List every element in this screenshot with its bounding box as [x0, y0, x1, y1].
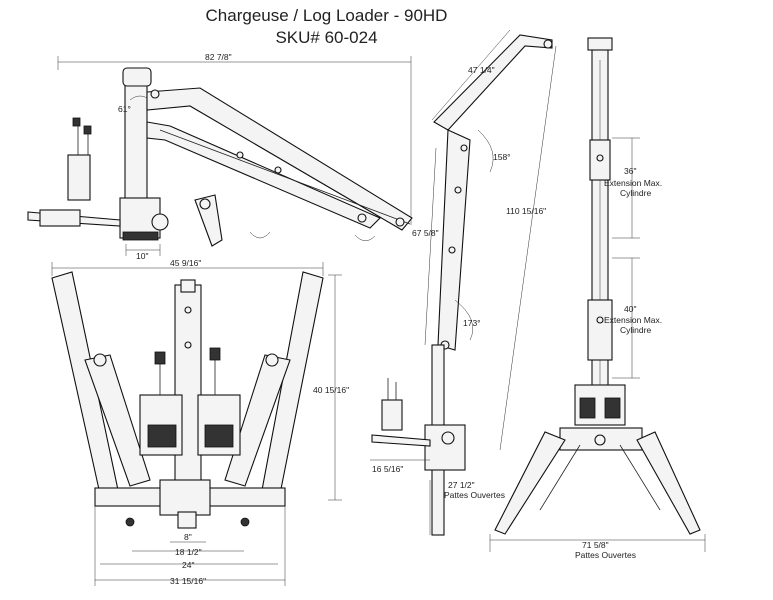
- title-line-2: SKU# 60-024: [275, 28, 378, 47]
- rear-leg-right: [636, 431, 701, 535]
- dim-top-width: 45 9/16": [170, 258, 201, 268]
- dim-seat-angle: 61°: [118, 104, 131, 114]
- control-valve: [67, 154, 91, 201]
- dim-cyl-bottom-label2: Cylindre: [620, 325, 651, 335]
- dim-cyl-bottom: 40": [624, 304, 636, 314]
- boom-upper: [146, 87, 413, 231]
- dim-reach-total: 110 15/16": [506, 206, 546, 216]
- side-valve: [381, 399, 403, 431]
- dim-legs-front-label: Pattes Ouvertes: [575, 550, 636, 560]
- dim-cyl-bottom-label1: Extension Max.: [604, 315, 662, 325]
- front-view: 45 9/16" 40 15/16" 8": [51, 258, 349, 586]
- extended-side-view: 47 1/4" 158° 67 5/8" 173° 110 15/16" 16 …: [370, 29, 557, 536]
- dim-base-width: 10": [136, 251, 148, 261]
- title-line-1: Chargeuse / Log Loader - 90HD: [205, 6, 448, 25]
- dim-cyl-top: 36": [624, 166, 636, 176]
- dim-inner-24: 24": [182, 560, 194, 570]
- dim-stand-offset: 16 5/16": [372, 464, 403, 474]
- dim-legs-side: 27 1/2": [448, 480, 475, 490]
- dim-legs-front: 71 5/8": [582, 540, 609, 550]
- dim-height: 40 15/16": [313, 385, 349, 395]
- rear-view: 36" Extension Max. Cylindre 40" Extensio…: [489, 37, 706, 560]
- dim-inner-8: 8": [184, 532, 192, 542]
- rear-leg-left: [494, 431, 566, 535]
- dim-overall-length: 82 7/8": [205, 52, 232, 62]
- dim-cyl-top-label1: Extension Max.: [604, 178, 662, 188]
- dim-overall-width: 31 15/16": [170, 576, 206, 586]
- seat-top: [122, 67, 152, 87]
- dim-angle-173: 173°: [463, 318, 481, 328]
- front-mast: [174, 284, 202, 496]
- dim-legs-side-label: Pattes Ouvertes: [444, 490, 505, 500]
- dim-boom-mid: 67 5/8": [412, 228, 439, 238]
- dim-boom-top: 47 1/4": [468, 65, 495, 75]
- side-view: 82 7/8" 61° 10": [27, 52, 413, 261]
- boom-lower: [146, 121, 381, 229]
- boom-middle: [437, 129, 471, 351]
- dim-cyl-top-label2: Cylindre: [620, 188, 651, 198]
- dim-angle-158: 158°: [493, 152, 511, 162]
- dim-inner-18: 18 1/2": [175, 547, 202, 557]
